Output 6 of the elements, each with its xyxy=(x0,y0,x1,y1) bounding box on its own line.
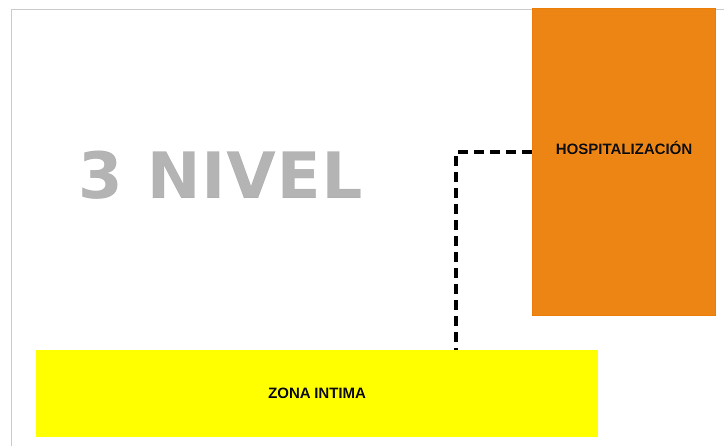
zone-label: HOSPITALIZACIÓN xyxy=(556,141,692,158)
title: 3 NIVEL xyxy=(78,140,364,214)
intimate-zone xyxy=(36,350,598,437)
dashed-connector xyxy=(454,150,532,350)
zone-label: ZONA INTIMA xyxy=(268,385,366,402)
hospitalization-zone xyxy=(532,8,716,316)
